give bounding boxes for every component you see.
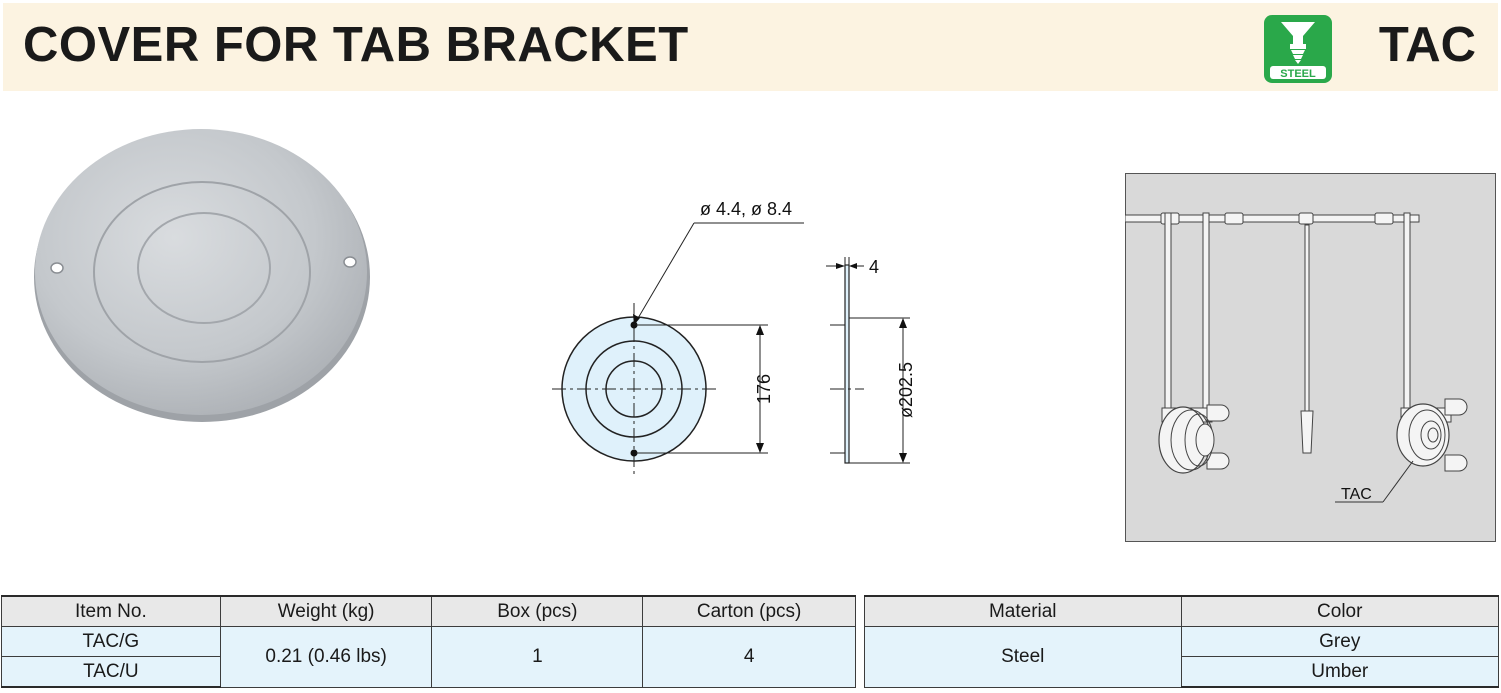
header-material: Material bbox=[864, 595, 1182, 627]
technical-drawing: 176 ø 4.4, ø 8.4 4 ø202.5 bbox=[552, 199, 916, 475]
diameter-label: ø202.5 bbox=[896, 362, 916, 418]
page-title: COVER FOR TAB BRACKET bbox=[23, 18, 689, 72]
product-photo bbox=[34, 129, 370, 422]
item-no-cell: TAC/G bbox=[1, 626, 221, 657]
header-carton: Carton (pcs) bbox=[642, 595, 856, 627]
application-illustration: TAC bbox=[1125, 173, 1496, 542]
application-callout-label: TAC bbox=[1341, 486, 1372, 503]
color-cell: Umber bbox=[1180, 656, 1499, 688]
page-header: COVER FOR TAB BRACKET STEEL TAC bbox=[3, 3, 1498, 91]
thickness-label: 4 bbox=[869, 257, 879, 277]
product-code: TAC bbox=[1378, 18, 1476, 72]
hole-spacing-label: 176 bbox=[754, 374, 774, 404]
weight-cell: 0.21 (0.46 lbs) bbox=[219, 626, 433, 688]
material-cell: Steel bbox=[864, 626, 1182, 688]
box-cell: 1 bbox=[431, 626, 644, 688]
steel-badge-icon: STEEL bbox=[1264, 15, 1332, 83]
holes-label: ø 4.4, ø 8.4 bbox=[700, 199, 792, 219]
header-weight: Weight (kg) bbox=[219, 595, 433, 627]
carton-cell: 4 bbox=[642, 626, 856, 688]
specification-table: Item No. Weight (kg) Box (pcs) Carton (p… bbox=[1, 595, 856, 688]
material-table: Material Color Steel Grey Umber bbox=[864, 595, 1499, 688]
header-item-no: Item No. bbox=[1, 595, 221, 627]
header-color: Color bbox=[1180, 595, 1499, 627]
header-box: Box (pcs) bbox=[431, 595, 644, 627]
badge-label: STEEL bbox=[1280, 68, 1316, 80]
color-cell: Grey bbox=[1180, 626, 1499, 657]
item-no-cell: TAC/U bbox=[1, 656, 221, 688]
